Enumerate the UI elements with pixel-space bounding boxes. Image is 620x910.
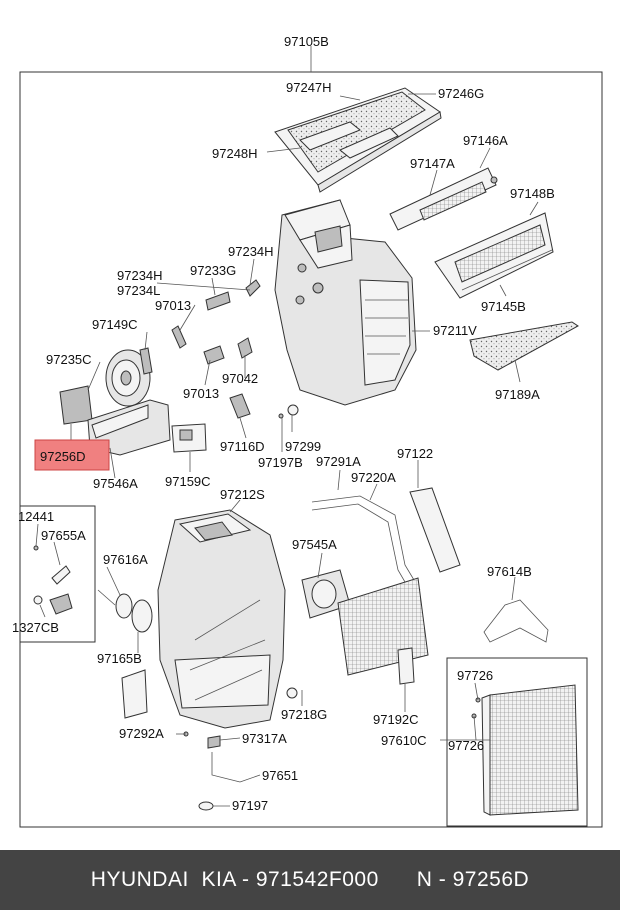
grommet-parts: [33, 545, 73, 615]
seal-parts: [115, 593, 153, 719]
label-97256D: 97256D: [40, 449, 86, 464]
footer-spacer: [379, 868, 417, 892]
label-97147A: 97147A: [410, 156, 455, 171]
footer-bar: HYUNDAI KIA - 971542F000 N - 97256D: [0, 850, 620, 910]
label-97299: 97299: [285, 439, 321, 454]
label-97218G: 97218G: [281, 707, 327, 722]
label-97614B: 97614B: [487, 564, 532, 579]
label-97197B: 97197B: [258, 455, 303, 470]
label-97234H-b: 97234H: [117, 268, 163, 283]
label-97220A: 97220A: [351, 470, 396, 485]
label-97211V: 97211V: [433, 323, 477, 338]
label-97212S: 97212S: [220, 487, 265, 502]
label-97165B: 97165B: [97, 651, 142, 666]
fastener-parts: [183, 687, 481, 811]
label-97726-a: 97726: [457, 668, 493, 683]
label-12441: 12441: [18, 509, 54, 524]
inset-frame-right: [446, 657, 588, 827]
label-97292A: 97292A: [119, 726, 164, 741]
label-97146A: 97146A: [463, 133, 508, 148]
highlight-box-97256D: [34, 439, 110, 471]
label-97247H: 97247H: [286, 80, 332, 95]
label-97145B: 97145B: [481, 299, 526, 314]
door-part-97146A: [389, 167, 498, 231]
label-97013-a: 97013: [155, 298, 191, 313]
footer-reference: N - 97256D: [416, 868, 530, 891]
label-97189A: 97189A: [495, 387, 540, 402]
label-97042: 97042: [222, 371, 258, 386]
door-part-97148B: [434, 212, 554, 299]
label-97317A: 97317A: [242, 731, 287, 746]
part-labels: 97105B 97247H 97246G 97248H 97146A 97147…: [12, 34, 555, 813]
label-97013-b: 97013: [183, 386, 219, 401]
label-97248H: 97248H: [212, 146, 258, 161]
label-97726-b: 97726: [448, 738, 484, 753]
module-part-97159C: [171, 423, 207, 453]
main-frame: [19, 71, 603, 828]
label-97149C: 97149C: [92, 317, 138, 332]
actuator-part-97149C: [105, 349, 151, 407]
label-97246G: 97246G: [438, 86, 484, 101]
inset-frame-left: [20, 505, 96, 643]
label-97159C: 97159C: [165, 474, 211, 489]
bracket-part-97614B: [483, 599, 549, 643]
label-97197: 97197: [232, 798, 268, 813]
leader-lines: [35, 46, 539, 807]
label-97291A: 97291A: [316, 454, 361, 469]
label-97616A: 97616A: [103, 552, 148, 567]
label-97148B: 97148B: [510, 186, 555, 201]
label-97235C: 97235C: [46, 352, 92, 367]
label-1327CB: 1327CB: [12, 620, 59, 635]
motor-part-97235C: [59, 385, 93, 425]
upper-housing-part: [274, 199, 417, 406]
footer-brand-part-number: HYUNDAI KIA - 971542F000: [90, 868, 379, 891]
filter-frame-part: [274, 87, 442, 193]
label-97610C: 97610C: [381, 733, 427, 748]
heater-core-part: [311, 487, 461, 685]
label-97234H-a: 97234H: [228, 244, 274, 259]
hvac-exploded-diagram: 97105B 97247H 97246G 97248H 97146A 97147…: [12, 34, 603, 828]
label-97651: 97651: [262, 768, 298, 783]
filter-pad-part: [469, 321, 579, 371]
label-97192C: 97192C: [373, 712, 419, 727]
label-97655A: 97655A: [41, 528, 86, 543]
label-97546A: 97546A: [93, 476, 138, 491]
label-97122: 97122: [397, 446, 433, 461]
label-97545A: 97545A: [292, 537, 337, 552]
label-97116D: 97116D: [220, 439, 265, 454]
lower-housing-part: [157, 509, 286, 729]
label-97234L: 97234L: [117, 283, 160, 298]
label-97105B: 97105B: [284, 34, 329, 49]
cabin-filter-part: [481, 684, 579, 816]
label-97233G: 97233G: [190, 263, 236, 278]
